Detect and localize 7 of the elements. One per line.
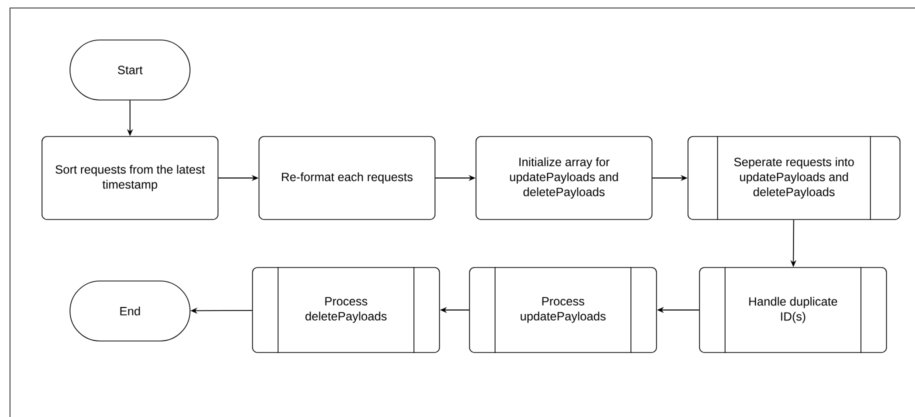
process-box: Sort requests from the latest timestamp — [42, 136, 218, 220]
process-box: Initialize array for updatePayloads and deletePayloads — [476, 136, 652, 220]
subprocess-box: Process updatePayloads — [469, 266, 657, 354]
process-box: Re-format each requests — [258, 136, 436, 220]
subprocess-box: Seperate requests into updatePayloads and deletePayloads — [688, 136, 900, 220]
subprocess-box: Handle duplicate ID(s) — [699, 266, 887, 354]
subprocess-box: Process deletePayloads — [252, 266, 440, 354]
